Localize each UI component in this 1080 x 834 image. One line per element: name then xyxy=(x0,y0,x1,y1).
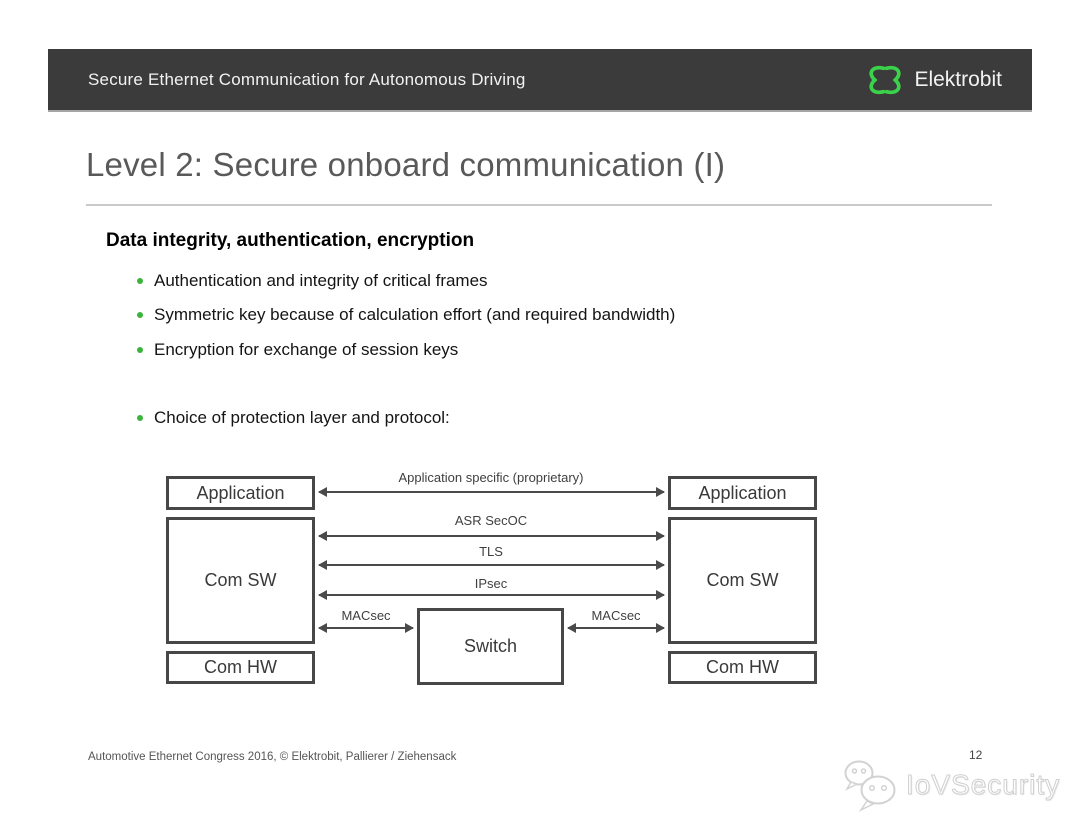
arrow-app-specific xyxy=(318,487,665,497)
brand-name: Elektrobit xyxy=(914,67,1002,91)
section-heading: Data integrity, authentication, encrypti… xyxy=(106,230,475,251)
arrow-label-app-specific: Application specific (proprietary) xyxy=(398,470,584,485)
diagram-box-application-right: Application xyxy=(668,476,817,510)
bullet-icon xyxy=(137,347,143,353)
arrow-label-macsec-left: MACsec xyxy=(341,608,391,623)
arrow-label-macsec-right: MACsec xyxy=(591,608,641,623)
presentation-title: Secure Ethernet Communication for Autono… xyxy=(88,69,526,89)
bullet-text: Authentication and integrity of critical… xyxy=(154,271,488,290)
bullet-icon xyxy=(137,312,143,318)
arrow-ipsec xyxy=(318,590,665,600)
arrow-tls xyxy=(318,560,665,570)
watermark-text: IoVSecurity xyxy=(905,769,1061,801)
title-divider xyxy=(86,204,992,206)
diagram-box-comhw-right: Com HW xyxy=(668,651,817,684)
diagram-box-switch: Switch xyxy=(417,608,564,685)
brand-lockup: Elektrobit xyxy=(866,49,1002,110)
bullet-text: Choice of protection layer and protocol: xyxy=(154,408,450,427)
bullet-text: Encryption for exchange of session keys xyxy=(154,340,459,359)
diagram-box-comhw-left: Com HW xyxy=(166,651,315,684)
bullet-item: Choice of protection layer and protocol: xyxy=(137,408,450,428)
bullet-item: Authentication and integrity of critical… xyxy=(137,271,488,291)
bullet-item: Symmetric key because of calculation eff… xyxy=(137,305,676,325)
slide-header-bar: Secure Ethernet Communication for Autono… xyxy=(48,49,1032,112)
diagram-box-comsw-left: Com SW xyxy=(166,517,315,644)
bullet-text: Symmetric key because of calculation eff… xyxy=(154,305,676,324)
arrow-label-tls: TLS xyxy=(479,544,503,559)
diagram-box-application-left: Application xyxy=(166,476,315,510)
arrow-label-ipsec: IPsec xyxy=(474,576,508,591)
page-number: 12 xyxy=(969,748,983,762)
diagram-box-comsw-right: Com SW xyxy=(668,517,817,644)
arrow-macsec-right xyxy=(567,623,665,633)
arrow-label-asr-secoc: ASR SecOC xyxy=(454,513,528,528)
bullet-icon xyxy=(137,278,143,284)
watermark: IoVSecurity xyxy=(840,757,1060,813)
arrow-macsec-left xyxy=(318,623,414,633)
slide-title: Level 2: Secure onboard communication (I… xyxy=(86,146,726,183)
elektrobit-logo-icon xyxy=(869,65,902,94)
bullet-item: Encryption for exchange of session keys xyxy=(137,340,459,360)
wechat-icon xyxy=(844,760,896,812)
arrow-asr-secoc xyxy=(318,531,665,541)
footer-credit: Automotive Ethernet Congress 2016, © Ele… xyxy=(88,751,457,763)
bullet-icon xyxy=(137,415,143,421)
